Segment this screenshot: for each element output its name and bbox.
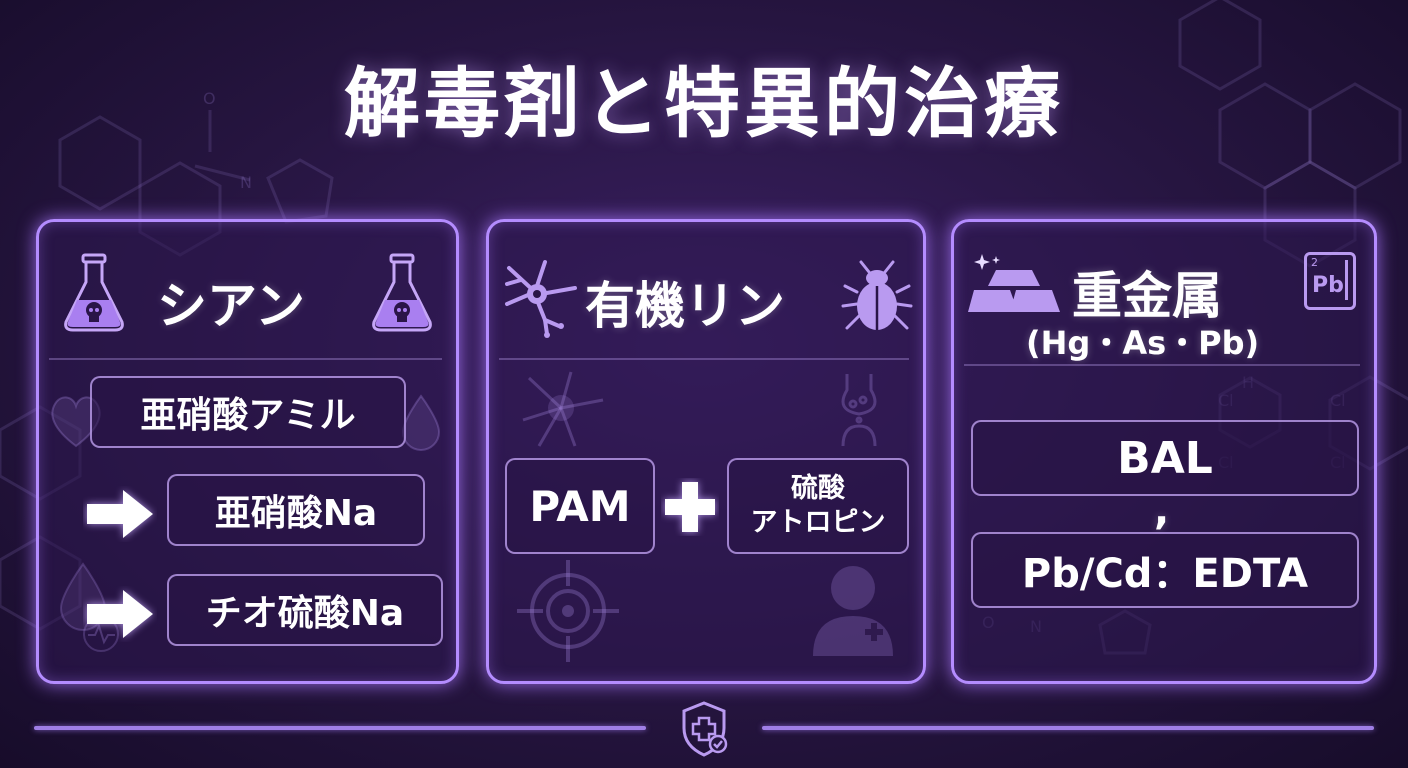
atropine-box: 硫酸 アトロピン [727,458,909,554]
sodium-nitrite-box: 亜硝酸Na [167,474,425,546]
svg-text:O: O [203,89,216,108]
droplet-icon [401,394,441,451]
plus-icon [665,482,715,532]
synapse-icon [841,374,877,446]
organophosphate-title: 有機リン [585,277,785,335]
footer-line-right [762,726,1374,730]
cyanide-panel: シアン 亜硝酸アミル 亜硝酸Na チオ硫酸Na [36,219,459,684]
beetle-icon [841,260,913,330]
flask-skull-icon [372,253,432,332]
heavy-metal-panel: 重金属 (Hg・As・Pb) 2 Pb BAL , Pb/Cd：EDTA [951,219,1377,684]
svg-text:N: N [240,173,252,192]
gold-bars-icon [968,254,1060,312]
amyl-nitrite-box: 亜硝酸アミル [90,376,406,448]
heavy-metal-title: 重金属 [1072,267,1222,325]
atropine-label-line2: アトロピン [750,507,886,538]
separator-comma: , [1154,488,1170,534]
flask-skull-icon [64,253,124,332]
neuron-icon [505,260,577,338]
bal-box: BAL [971,420,1359,496]
edta-box: Pb/Cd：EDTA [971,532,1359,608]
atropine-label-line1: 硫酸 [791,473,845,504]
neuron-icon [522,371,604,447]
page-title: 解毒剤と特異的治療 [344,59,1064,148]
periodic-element-icon: 2 Pb [1304,252,1356,310]
arrow-icon [87,590,153,638]
shield-icon [682,701,728,757]
target-icon [517,560,619,662]
panel-divider [964,364,1360,366]
element-symbol: Pb [1312,273,1344,298]
doctor-icon [813,566,893,656]
element-number: 2 [1311,256,1318,269]
cyanide-title: シアン [157,277,305,335]
arrow-icon [87,490,153,538]
footer-line-left [34,726,646,730]
pam-box: PAM [505,458,655,554]
organophosphate-panel: 有機リン [486,219,926,684]
heavy-metal-subtitle: (Hg・As・Pb) [1026,324,1260,362]
panel-divider [49,358,442,360]
panel-divider [499,358,909,360]
sodium-thiosulfate-box: チオ硫酸Na [167,574,443,646]
